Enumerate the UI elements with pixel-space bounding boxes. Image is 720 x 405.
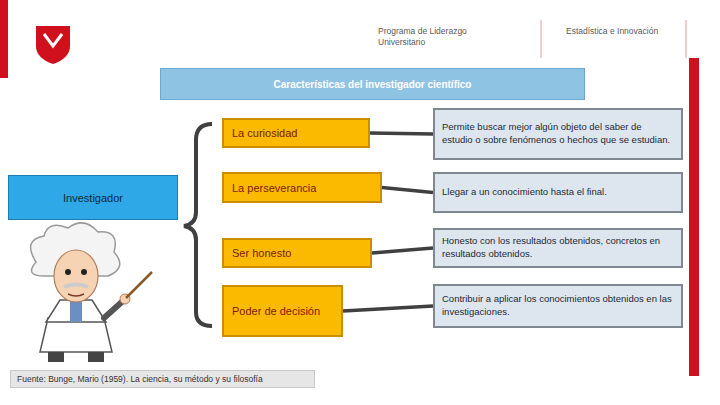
red-bar bbox=[689, 58, 699, 376]
description-box: Contribuir a aplicar los conocimientos o… bbox=[433, 284, 683, 328]
node-text: Poder de decisión bbox=[232, 305, 333, 317]
node-text: Ser honesto bbox=[232, 247, 362, 259]
node-text: Contribuir a aplicar los conocimientos o… bbox=[442, 293, 674, 319]
logo-shield bbox=[36, 26, 70, 64]
description-box: Llegar a un conocimiento hasta el final. bbox=[433, 172, 683, 213]
scientist-cartoon bbox=[31, 223, 152, 362]
node-text: La perseverancia bbox=[232, 182, 372, 194]
source-caption: Fuente: Bunge, Mario (1959). La ciencia,… bbox=[10, 370, 315, 388]
feature-box: La curiosidad bbox=[222, 118, 370, 148]
logo-mark bbox=[44, 34, 62, 46]
node-text: La curiosidad bbox=[232, 127, 360, 139]
node-text: Honesto con los resultados obtenidos, co… bbox=[442, 235, 674, 261]
description-box: Honesto con los resultados obtenidos, co… bbox=[433, 228, 683, 268]
description-box: Permite buscar mejor algún objeto del sa… bbox=[433, 108, 683, 160]
node-text: Características del investigador científ… bbox=[169, 79, 576, 90]
connector-line bbox=[370, 133, 433, 134]
node-text: Llegar a un conocimiento hasta el final. bbox=[442, 186, 674, 199]
header-label: Programa de Liderazgo Universitario bbox=[378, 26, 508, 48]
node-text: Permite buscar mejor algún objeto del sa… bbox=[442, 121, 674, 147]
feature-box: Poder de decisión bbox=[222, 285, 343, 337]
red-bar bbox=[0, 0, 8, 78]
node-text: Investigador bbox=[17, 192, 169, 204]
feature-box: Ser honesto bbox=[222, 238, 372, 268]
connector-line bbox=[372, 248, 433, 253]
divider bbox=[541, 20, 542, 58]
divider bbox=[686, 20, 687, 58]
connector-line bbox=[382, 188, 433, 193]
title-band: Características del investigador científ… bbox=[160, 68, 585, 100]
brace bbox=[184, 124, 212, 326]
header-label: Estadística e Innovación bbox=[566, 26, 666, 37]
connector-line bbox=[343, 306, 433, 311]
main-box: Investigador bbox=[8, 175, 178, 220]
feature-box: La perseverancia bbox=[222, 172, 382, 203]
